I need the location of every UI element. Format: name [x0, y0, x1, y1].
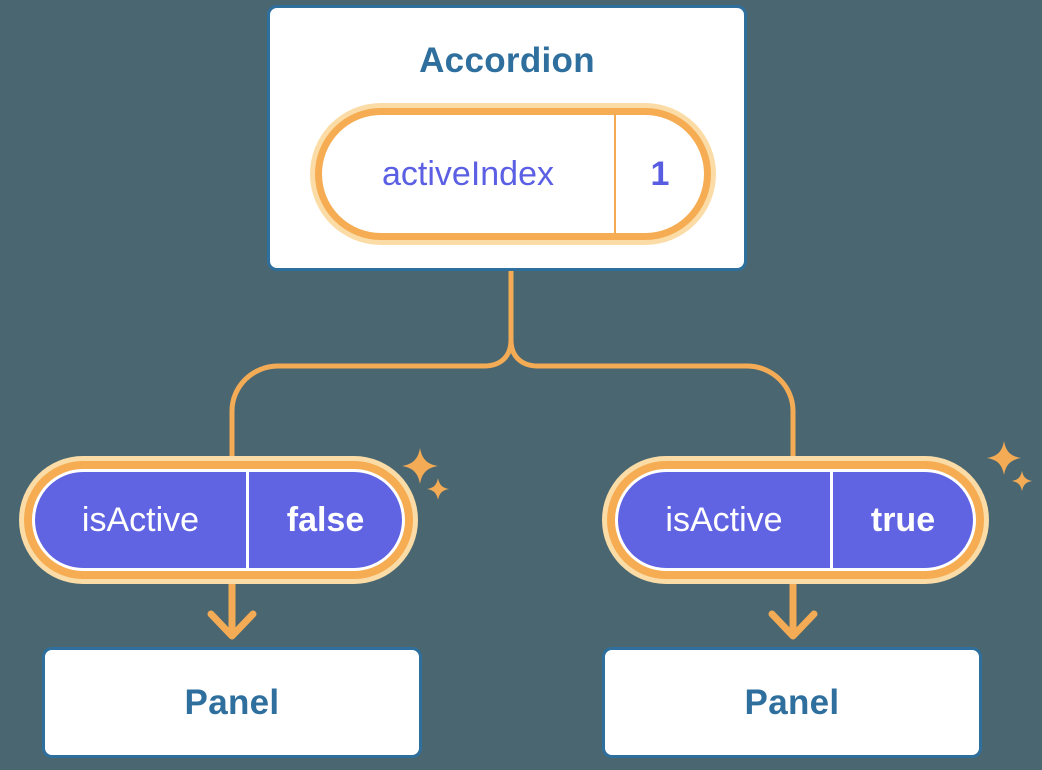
accordion-title: Accordion — [419, 41, 595, 80]
connector-branch-right — [508, 268, 796, 471]
prop-pill-label: isActive — [81, 500, 200, 539]
panel-card-right: Panel — [602, 647, 982, 758]
down-arrow-right-icon — [768, 572, 818, 640]
prop-pill-divider — [830, 472, 833, 568]
prop-pill-divider — [246, 472, 249, 568]
panel-title: Panel — [184, 682, 280, 722]
state-pill-label: activeIndex — [382, 154, 554, 193]
sparkle-icon — [1011, 470, 1033, 492]
state-pill: activeIndex 1 — [315, 108, 711, 240]
prop-pill-value: false — [286, 500, 365, 539]
prop-pill-label: isActive — [665, 500, 783, 539]
prop-pill-value: true — [870, 500, 936, 539]
connector-branch-left — [229, 268, 514, 471]
sparkle-icon — [402, 448, 438, 484]
state-pill-value: 1 — [650, 154, 670, 193]
state-pill-divider — [614, 115, 616, 233]
panel-title: Panel — [744, 682, 840, 722]
panel-card-left: Panel — [42, 647, 422, 758]
prop-pill-right: isActive true — [615, 469, 976, 571]
sparkle-icon — [986, 440, 1022, 476]
down-arrow-left-icon — [207, 572, 257, 640]
prop-pill-left: isActive false — [32, 469, 405, 571]
sparkle-icon — [426, 477, 450, 501]
accordion-card: Accordion activeIndex 1 — [267, 5, 747, 271]
